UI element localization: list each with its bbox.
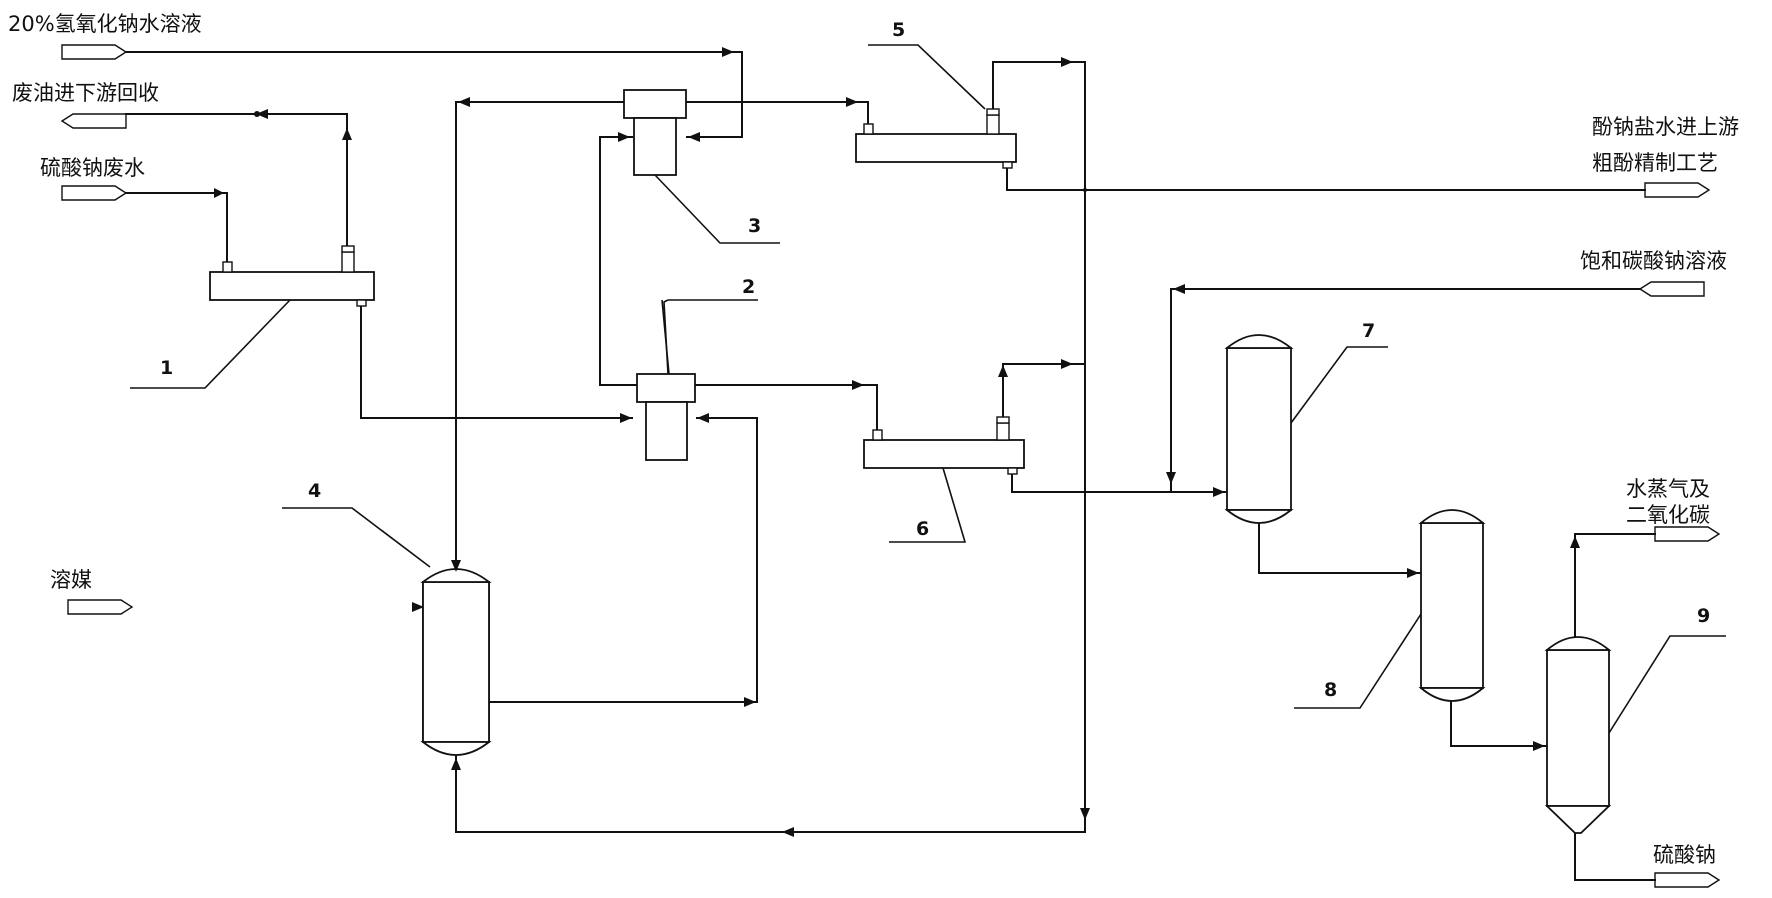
- column-9: [1544, 636, 1612, 834]
- label-phenolate-line1: 酚钠盐水进上游: [1592, 115, 1739, 139]
- label-equipment-8: 8: [1324, 679, 1337, 701]
- label-sodium-sulfate: 硫酸钠: [1653, 843, 1716, 867]
- leader-lines: [130, 44, 1726, 734]
- label-equipment-7: 7: [1362, 320, 1375, 342]
- label-equipment-2: 2: [742, 276, 755, 298]
- product-waste-oil-nozzle: [60, 113, 127, 129]
- label-waste-oil: 废油进下游回收: [12, 81, 159, 105]
- separator-6: [863, 416, 1025, 475]
- label-equipment-4: 4: [308, 480, 321, 502]
- label-equipment-5: 5: [892, 19, 905, 41]
- feed-na2co3-nozzle: [1638, 281, 1705, 297]
- separator-5: [855, 108, 1017, 169]
- label-equipment-3: 3: [748, 215, 761, 237]
- product-steam-co2-nozzle: [1654, 526, 1721, 542]
- label-phenolate-line2: 粗酚精制工艺: [1592, 151, 1718, 175]
- feed-naoh-nozzle: [61, 44, 128, 60]
- flow-arrows: [214, 47, 1580, 837]
- mixer-3: [623, 89, 687, 176]
- label-saturated-na2co3: 饱和碳酸钠溶液: [1580, 249, 1727, 273]
- label-equipment-6: 6: [916, 518, 929, 540]
- product-phenolate-nozzle: [1644, 182, 1711, 198]
- feed-sodium-sulfate-wastewater-nozzle: [61, 185, 128, 201]
- column-8: [1418, 509, 1486, 702]
- mixer-2: [636, 373, 696, 461]
- label-naoh-solution: 20%氢氧化钠水溶液: [8, 12, 202, 36]
- column-4: [420, 568, 492, 756]
- label-sodium-sulfate-wastewater: 硫酸钠废水: [40, 156, 145, 180]
- piping: [125, 51, 1656, 881]
- feed-solvent-nozzle: [67, 599, 134, 615]
- product-sodium-sulfate-nozzle: [1654, 872, 1721, 888]
- label-equipment-1: 1: [160, 357, 173, 379]
- label-steam-co2-line2: 二氧化碳: [1626, 503, 1710, 527]
- column-7: [1224, 334, 1294, 524]
- label-steam-co2-line1: 水蒸气及: [1626, 477, 1710, 501]
- label-equipment-9: 9: [1697, 605, 1710, 627]
- separator-1: [209, 245, 375, 307]
- label-solvent: 溶媒: [50, 568, 92, 592]
